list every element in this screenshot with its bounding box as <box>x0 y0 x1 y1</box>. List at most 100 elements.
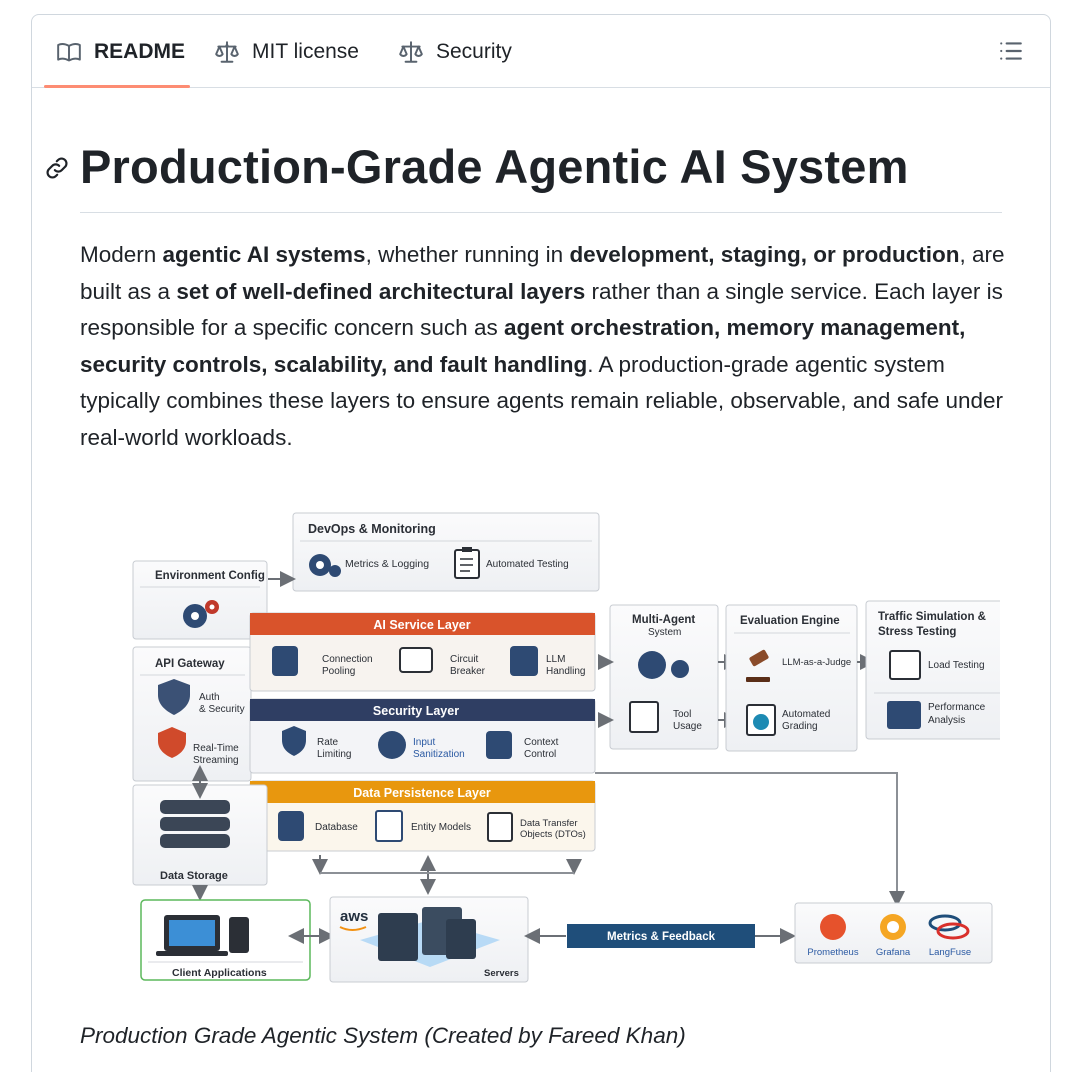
multi-agent-panel: Multi-Agent System Tool Usage <box>598 604 740 750</box>
database-icon <box>272 646 298 676</box>
dto-label-1: Data Transfer <box>520 818 578 829</box>
automated-label: Automated <box>782 709 830 720</box>
client-apps-panel: Client Applications <box>140 899 335 981</box>
readme-container: README MIT license Security <box>31 14 1051 1072</box>
book-icon <box>57 42 81 61</box>
dto-label-2: Objects (DTOs) <box>520 829 586 840</box>
llm-label: LLM <box>546 654 565 665</box>
langfuse-label: LangFuse <box>929 947 971 958</box>
api-gateway-panel: API Gateway Auth & Security Real-Time St… <box>132 646 252 782</box>
performance-icon <box>887 701 921 729</box>
intro-text: Modern <box>80 242 163 267</box>
breaker-label: Breaker <box>450 666 486 677</box>
load-chart-icon <box>889 650 921 680</box>
evaluation-panel: Evaluation Engine LLM-as-a-Judge Automat… <box>725 604 876 752</box>
traffic-panel: Traffic Simulation & Stress Testing Load… <box>865 600 1000 740</box>
langfuse-icon <box>928 914 970 940</box>
servers-label: Servers <box>484 968 519 979</box>
circuit-label: Circuit <box>450 654 479 665</box>
db-icon <box>278 811 304 841</box>
grading-label: Grading <box>782 721 818 732</box>
evaluation-title: Evaluation Engine <box>740 615 840 627</box>
streaming-label: Streaming <box>193 755 239 766</box>
llm-judge-label: LLM-as-a-Judge <box>782 657 851 668</box>
server-rack-icon <box>378 913 418 961</box>
metrics-feedback-label: Metrics & Feedback <box>607 931 716 943</box>
rate-limit-shield-icon <box>282 726 306 756</box>
entity-label: Entity Models <box>411 822 471 833</box>
connection-label: Connection <box>322 654 373 665</box>
security-label: & Security <box>199 704 245 715</box>
title-divider <box>80 212 1002 213</box>
multi-agent-title: Multi-Agent <box>632 614 695 626</box>
control-label: Control <box>524 749 556 760</box>
architecture-diagram: DevOps & Monitoring Metrics & Logging Au… <box>132 512 1000 983</box>
security-layer: Security Layer Rate Limiting Input Sanit… <box>249 698 596 774</box>
intro-text: rather than a single service. Each layer… <box>80 278 1003 341</box>
devops-item-metrics: Metrics & Logging <box>345 558 429 570</box>
devops-item-testing: Automated Testing <box>486 559 569 570</box>
database-label: Database <box>315 822 358 833</box>
circuit-breaker-icon <box>399 647 433 673</box>
figure-caption: Production Grade Agentic System (Created… <box>80 1023 686 1048</box>
entity-icon <box>375 810 403 842</box>
load-testing-label: Load Testing <box>928 660 985 671</box>
data-storage-panel: Data Storage <box>132 765 268 901</box>
performance-label: Performance <box>928 702 986 713</box>
llm-server-icon <box>510 646 538 676</box>
tab-readme[interactable]: README <box>56 15 185 88</box>
ai-service-layer: AI Service Layer Connection Pooling Circ… <box>249 612 596 692</box>
aws-logo: aws <box>340 908 368 925</box>
clipboard-icon <box>454 547 480 579</box>
gears-icon <box>183 600 219 628</box>
storage-icon <box>160 834 230 848</box>
api-gateway-title: API Gateway <box>155 658 225 670</box>
dto-icon <box>487 812 513 842</box>
intro-text: , are built as a <box>80 242 1005 304</box>
context-database-icon <box>486 731 512 759</box>
phone-icon <box>229 917 249 953</box>
sanitization-icon <box>378 731 406 759</box>
context-label: Context <box>524 737 559 748</box>
devops-panel: DevOps & Monitoring Metrics & Logging Au… <box>292 512 600 592</box>
metrics-feedback-bar <box>567 924 755 948</box>
pooling-label: Pooling <box>322 666 355 677</box>
page-title: Production-Grade Agentic AI System <box>80 140 909 193</box>
realtime-label: Real-Time <box>193 743 239 754</box>
rate-label: Rate <box>317 737 339 748</box>
data-storage-title: Data Storage <box>160 870 228 882</box>
intro-bold: agent orchestration, memory management, … <box>80 315 966 377</box>
multi-agent-title-2: System <box>648 627 681 638</box>
outline-list-icon[interactable] <box>998 38 1024 64</box>
prometheus-icon <box>820 914 846 940</box>
traffic-title-2: Stress Testing <box>878 626 956 638</box>
env-config-title: Environment Config <box>155 570 265 582</box>
env-config-panel: Environment Config <box>132 560 296 640</box>
active-tab-indicator <box>44 85 190 88</box>
readme-tabs: README MIT license Security <box>32 15 1050 88</box>
shield-icon <box>158 679 190 715</box>
intro-bold: development, staging, or production <box>569 242 960 267</box>
tab-security-label: Security <box>436 39 512 63</box>
tab-mit-license[interactable]: MIT license <box>214 15 359 88</box>
intro-text: . A production-grade agentic system typi… <box>80 351 1004 450</box>
sanitization-label: Sanitization <box>413 749 465 760</box>
gear-icon <box>309 554 341 577</box>
persistence-layer: Data Persistence Layer Database Entity M… <box>249 780 596 852</box>
brain-gear-icon <box>638 651 666 679</box>
limiting-label: Limiting <box>317 749 351 760</box>
tab-security[interactable]: Security <box>398 15 512 88</box>
scale-icon <box>215 40 239 63</box>
tab-mit-license-label: MIT license <box>252 39 359 63</box>
auth-label: Auth <box>199 692 220 703</box>
prometheus-label: Prometheus <box>807 947 858 958</box>
monitoring-tools-panel: Prometheus Grafana LangFuse <box>794 902 993 964</box>
shield-alert-icon <box>158 727 186 758</box>
tool-clipboard-icon <box>629 701 659 733</box>
intro-bold: agentic AI systems <box>162 242 366 267</box>
link-anchor-icon[interactable] <box>44 155 70 181</box>
handling-label: Handling <box>546 666 585 677</box>
usage-label: Usage <box>673 721 702 732</box>
grafana-label: Grafana <box>876 947 911 958</box>
tool-label: Tool <box>673 709 691 720</box>
